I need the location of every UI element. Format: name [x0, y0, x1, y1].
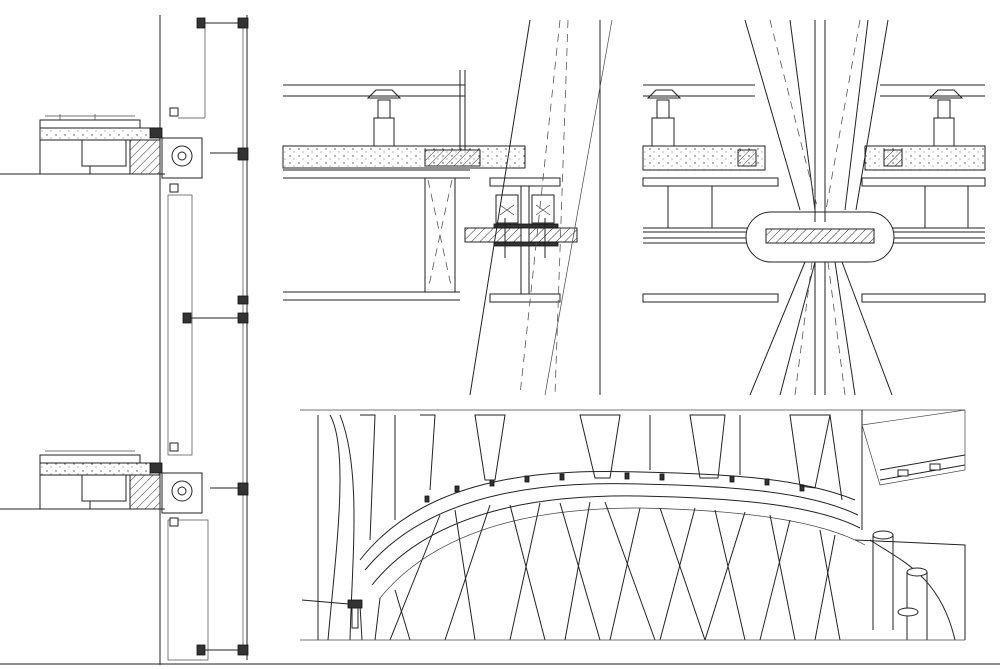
floor-slab-upper — [0, 107, 203, 193]
round-pillars — [872, 530, 928, 640]
spider-fitting-bottom — [196, 644, 249, 656]
column-node-detail — [642, 19, 986, 396]
i-section-column — [489, 177, 561, 303]
perspective-ring-beam — [300, 409, 966, 641]
ring-studs — [424, 472, 805, 503]
node-capsule — [745, 211, 895, 263]
floor-pedestal-right — [928, 89, 964, 147]
spider-fitting-top — [196, 17, 249, 29]
floor-slab-lower — [0, 442, 203, 527]
floor-pedestal — [366, 89, 402, 147]
spider-fitting-mid — [182, 312, 249, 324]
beam-connection-detail — [282, 19, 613, 396]
facade-section — [0, 15, 1000, 665]
floor-pedestal-left — [646, 89, 682, 147]
